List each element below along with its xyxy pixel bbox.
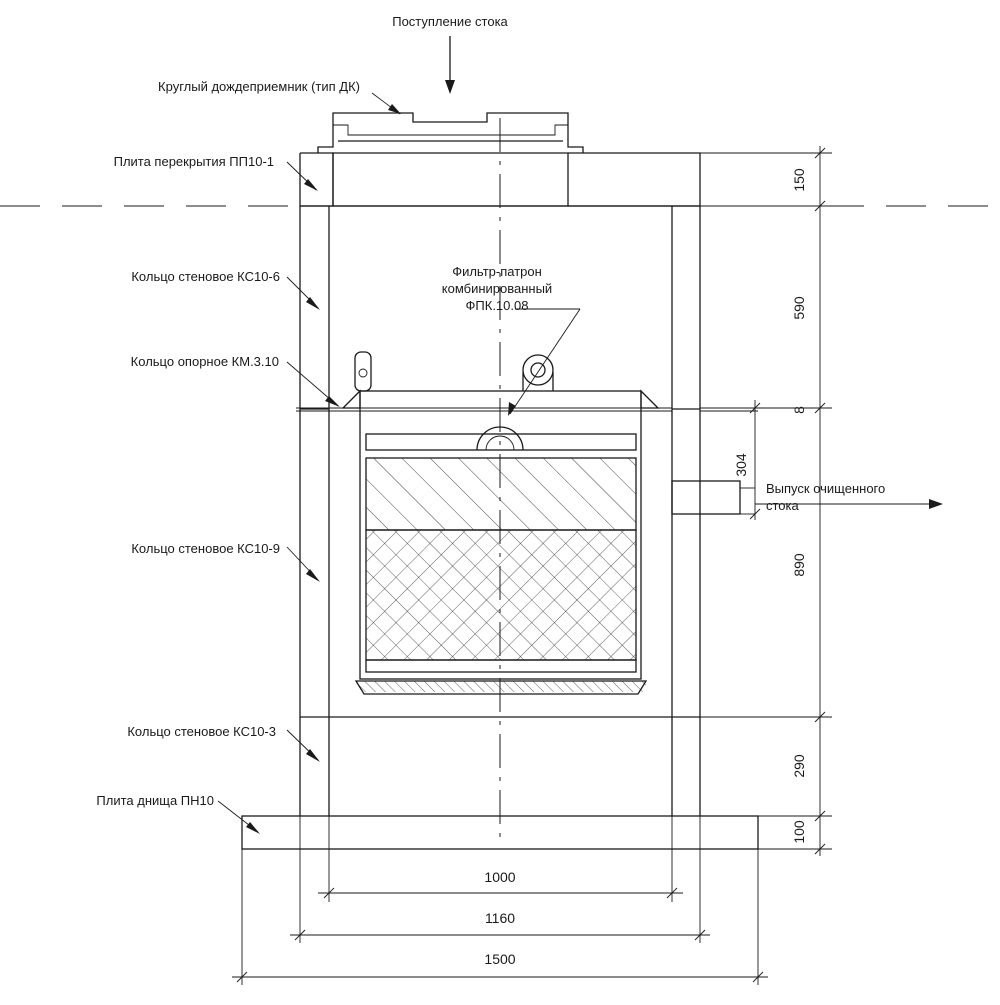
- label-filter-1: Фильтр-патрон: [452, 264, 542, 279]
- callout-labels: Поступление стока Круглый дождеприемник …: [96, 14, 885, 808]
- horizontal-dimension-chain: [232, 816, 768, 985]
- dim-100: 100: [791, 820, 807, 844]
- dim-150: 150: [791, 168, 807, 192]
- label-rain-inlet: Круглый дождеприемник (тип ДК): [158, 79, 360, 94]
- leader-lines: [217, 92, 943, 834]
- dim-290: 290: [791, 754, 807, 778]
- dim-1160: 1160: [485, 910, 515, 926]
- label-inflow: Поступление стока: [392, 14, 508, 29]
- vertical-dimension-chain: [700, 146, 832, 856]
- dim-1000: 1000: [484, 869, 515, 885]
- label-outlet-1: Выпуск очищенного: [766, 481, 885, 496]
- horizontal-dimension-values: 1000 1160 1500: [484, 869, 515, 967]
- label-outlet-2: стока: [766, 498, 800, 513]
- label-ring-9: Кольцо стеновое КС10-9: [131, 541, 280, 556]
- filter-cartridge: [354, 351, 648, 695]
- dim-304: 304: [733, 453, 749, 477]
- dim-890: 890: [791, 553, 807, 577]
- label-bottom-slab: Плита днища ПН10: [96, 793, 214, 808]
- label-support-ring: Кольцо опорное КМ.3.10: [131, 354, 279, 369]
- dim-1500: 1500: [484, 951, 515, 967]
- label-cover-slab: Плита перекрытия ПП10-1: [114, 154, 274, 169]
- label-ring-6: Кольцо стеновое КС10-6: [131, 269, 280, 284]
- vertical-dimension-values: 150 590 8 304 890 290 100: [733, 168, 807, 844]
- support-ring-km: [296, 389, 758, 412]
- dim-590: 590: [791, 296, 807, 320]
- dim-8: 8: [791, 406, 807, 414]
- outlet-pipe: [671, 480, 755, 515]
- inflow-arrow: [445, 36, 455, 94]
- label-filter-2: комбинированный: [442, 281, 552, 296]
- label-ring-3: Кольцо стеновое КС10-3: [127, 724, 276, 739]
- label-filter-3: ФПК.10.08: [466, 298, 529, 313]
- rain-inlet-dk: [317, 112, 584, 207]
